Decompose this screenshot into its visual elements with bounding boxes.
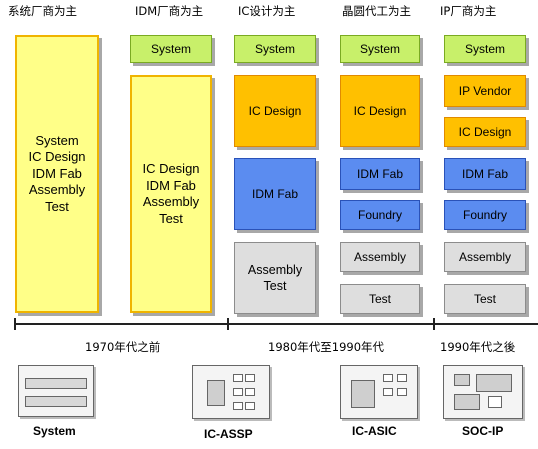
- timeline-tick: [14, 318, 16, 330]
- ic-design-box: IC Design: [444, 117, 526, 147]
- idm-fab-box: IDM Fab: [444, 158, 526, 190]
- assembly-box: Assembly: [444, 242, 526, 272]
- assembly-test-box: Assembly Test: [234, 242, 316, 314]
- ic-design-box: IC Design: [340, 75, 420, 147]
- timeline-tick: [227, 318, 229, 330]
- header-ip-vendor: IP厂商为主: [440, 4, 497, 18]
- test-box: Test: [340, 284, 420, 314]
- header-system-vendor: 系统厂商为主: [8, 4, 77, 18]
- era-label-post-1990: 1990年代之後: [440, 340, 516, 354]
- header-idm-vendor: IDM厂商为主: [135, 4, 204, 18]
- header-foundry: 晶圆代工为主: [342, 4, 411, 18]
- system-vertical-block: System IC Design IDM Fab Assembly Test: [15, 35, 99, 313]
- era-label-pre-1970: 1970年代之前: [85, 340, 161, 354]
- ip-vendor-box: IP Vendor: [444, 75, 526, 107]
- ic-assp-illustration: [192, 365, 270, 419]
- chip-label-soc-ip: SOC-IP: [462, 424, 504, 438]
- idm-vertical-block: IC Design IDM Fab Assembly Test: [130, 75, 212, 313]
- chip-label-system: System: [33, 424, 76, 438]
- system-box: System: [130, 35, 212, 63]
- test-box: Test: [444, 284, 526, 314]
- system-box: System: [234, 35, 316, 63]
- idm-fab-box: IDM Fab: [340, 158, 420, 190]
- assembly-box: Assembly: [340, 242, 420, 272]
- timeline-axis: [14, 323, 538, 325]
- header-ic-design: IC设计为主: [238, 4, 296, 18]
- ic-design-box: IC Design: [234, 75, 316, 147]
- ic-asic-illustration: [340, 365, 418, 419]
- timeline-tick: [433, 318, 435, 330]
- era-label-1980-1990: 1980年代至1990年代: [268, 340, 385, 354]
- foundry-box: Foundry: [340, 200, 420, 230]
- system-board-illustration: [18, 365, 94, 417]
- soc-ip-illustration: [443, 365, 523, 419]
- idm-fab-box: IDM Fab: [234, 158, 316, 230]
- system-box: System: [444, 35, 526, 63]
- chip-label-ic-assp: IC-ASSP: [204, 427, 253, 441]
- system-box: System: [340, 35, 420, 63]
- foundry-box: Foundry: [444, 200, 526, 230]
- chip-label-ic-asic: IC-ASIC: [352, 424, 397, 438]
